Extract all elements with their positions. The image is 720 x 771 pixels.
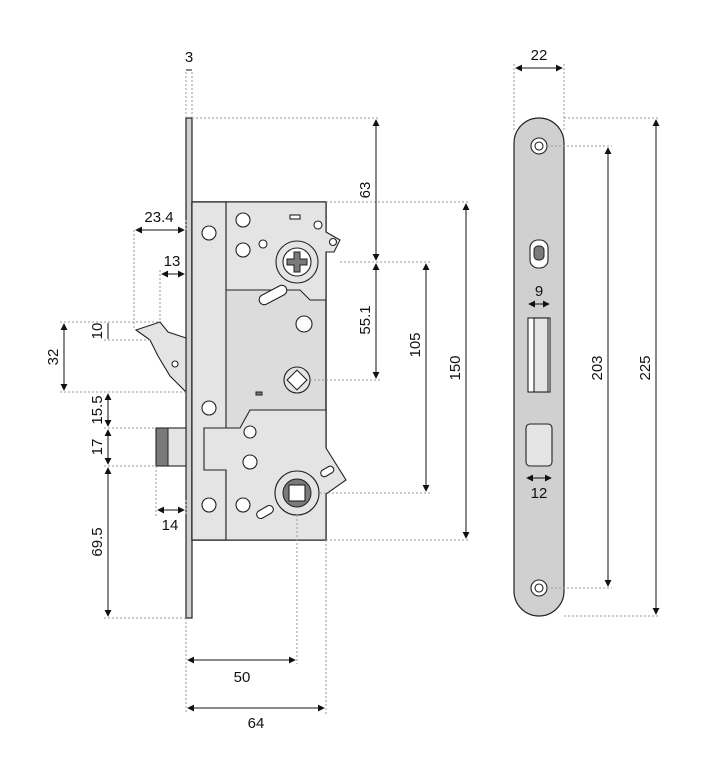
spindle-cross [286, 251, 308, 273]
dim-bolt-to-bottom: 69.5 [89, 527, 106, 556]
faceplate-front-view [513, 117, 565, 617]
dim-plate-length: 225 [637, 355, 654, 380]
lower-hole [243, 425, 257, 439]
lower-slot [256, 504, 274, 520]
faceplate-screw-bottom-inner [534, 583, 544, 593]
dim-spindle-to-cylinder: 105 [407, 332, 424, 357]
key-mark [255, 391, 263, 396]
faceplate-screw-top-inner [534, 141, 544, 151]
latch-rivet [171, 360, 179, 368]
dim-latch-zone: 32 [45, 349, 62, 366]
dimensions-faceplate: 22 9 12 203 225 [513, 47, 660, 617]
dim-bolt-depth: 14 [162, 517, 179, 534]
dim-top-to-spindle: 63 [357, 182, 374, 199]
dim-slot-width: 9 [535, 283, 543, 300]
middle-slot [258, 284, 288, 306]
faceplate-latch-tongue [533, 317, 549, 393]
case-hole [328, 237, 338, 247]
case-slot [289, 214, 301, 220]
case-hole [235, 212, 251, 228]
dim-opening-width: 12 [531, 485, 548, 502]
dim-screw-spacing: 203 [589, 355, 606, 380]
case-screw-hole [201, 400, 217, 416]
dim-latch-depth: 13 [164, 253, 181, 270]
dim-latch-projection: 23.4 [144, 209, 173, 226]
dimensions-lock-case: 3 63 55.1 105 150 23.4 13 10 [45, 49, 470, 732]
dim-body-height: 150 [447, 355, 464, 380]
dim-bolt-height: 17 [89, 439, 106, 456]
dim-gap-latch-bolt: 15.5 [89, 395, 106, 424]
case-hole [258, 239, 268, 249]
faceplate-edge [185, 117, 193, 619]
lower-hole [235, 497, 251, 513]
faceplate-bolt-opening [525, 423, 553, 467]
dim-spindle-to-key: 55.1 [357, 305, 374, 334]
dim-faceplate-thickness: 3 [185, 49, 193, 66]
faceplate-small-slot-inner [533, 245, 545, 261]
dim-backset-cylinder: 50 [234, 669, 251, 686]
case-screw-hole [201, 497, 217, 513]
lower-hole [242, 454, 258, 470]
dim-case-depth: 64 [248, 715, 265, 732]
dim-latch-height: 10 [89, 323, 106, 340]
dim-plate-width: 22 [531, 47, 548, 64]
case-screw-hole [201, 225, 217, 241]
case-hole [313, 220, 323, 230]
middle-hole [295, 315, 313, 333]
cylinder-square [288, 484, 306, 502]
deadbolt-face [155, 427, 169, 467]
case-hole [235, 242, 251, 258]
lower-slot [320, 465, 335, 478]
key-square [286, 369, 308, 391]
lock-case-view [134, 117, 347, 619]
case-left-strip [191, 201, 227, 541]
latch-hook [134, 321, 187, 394]
